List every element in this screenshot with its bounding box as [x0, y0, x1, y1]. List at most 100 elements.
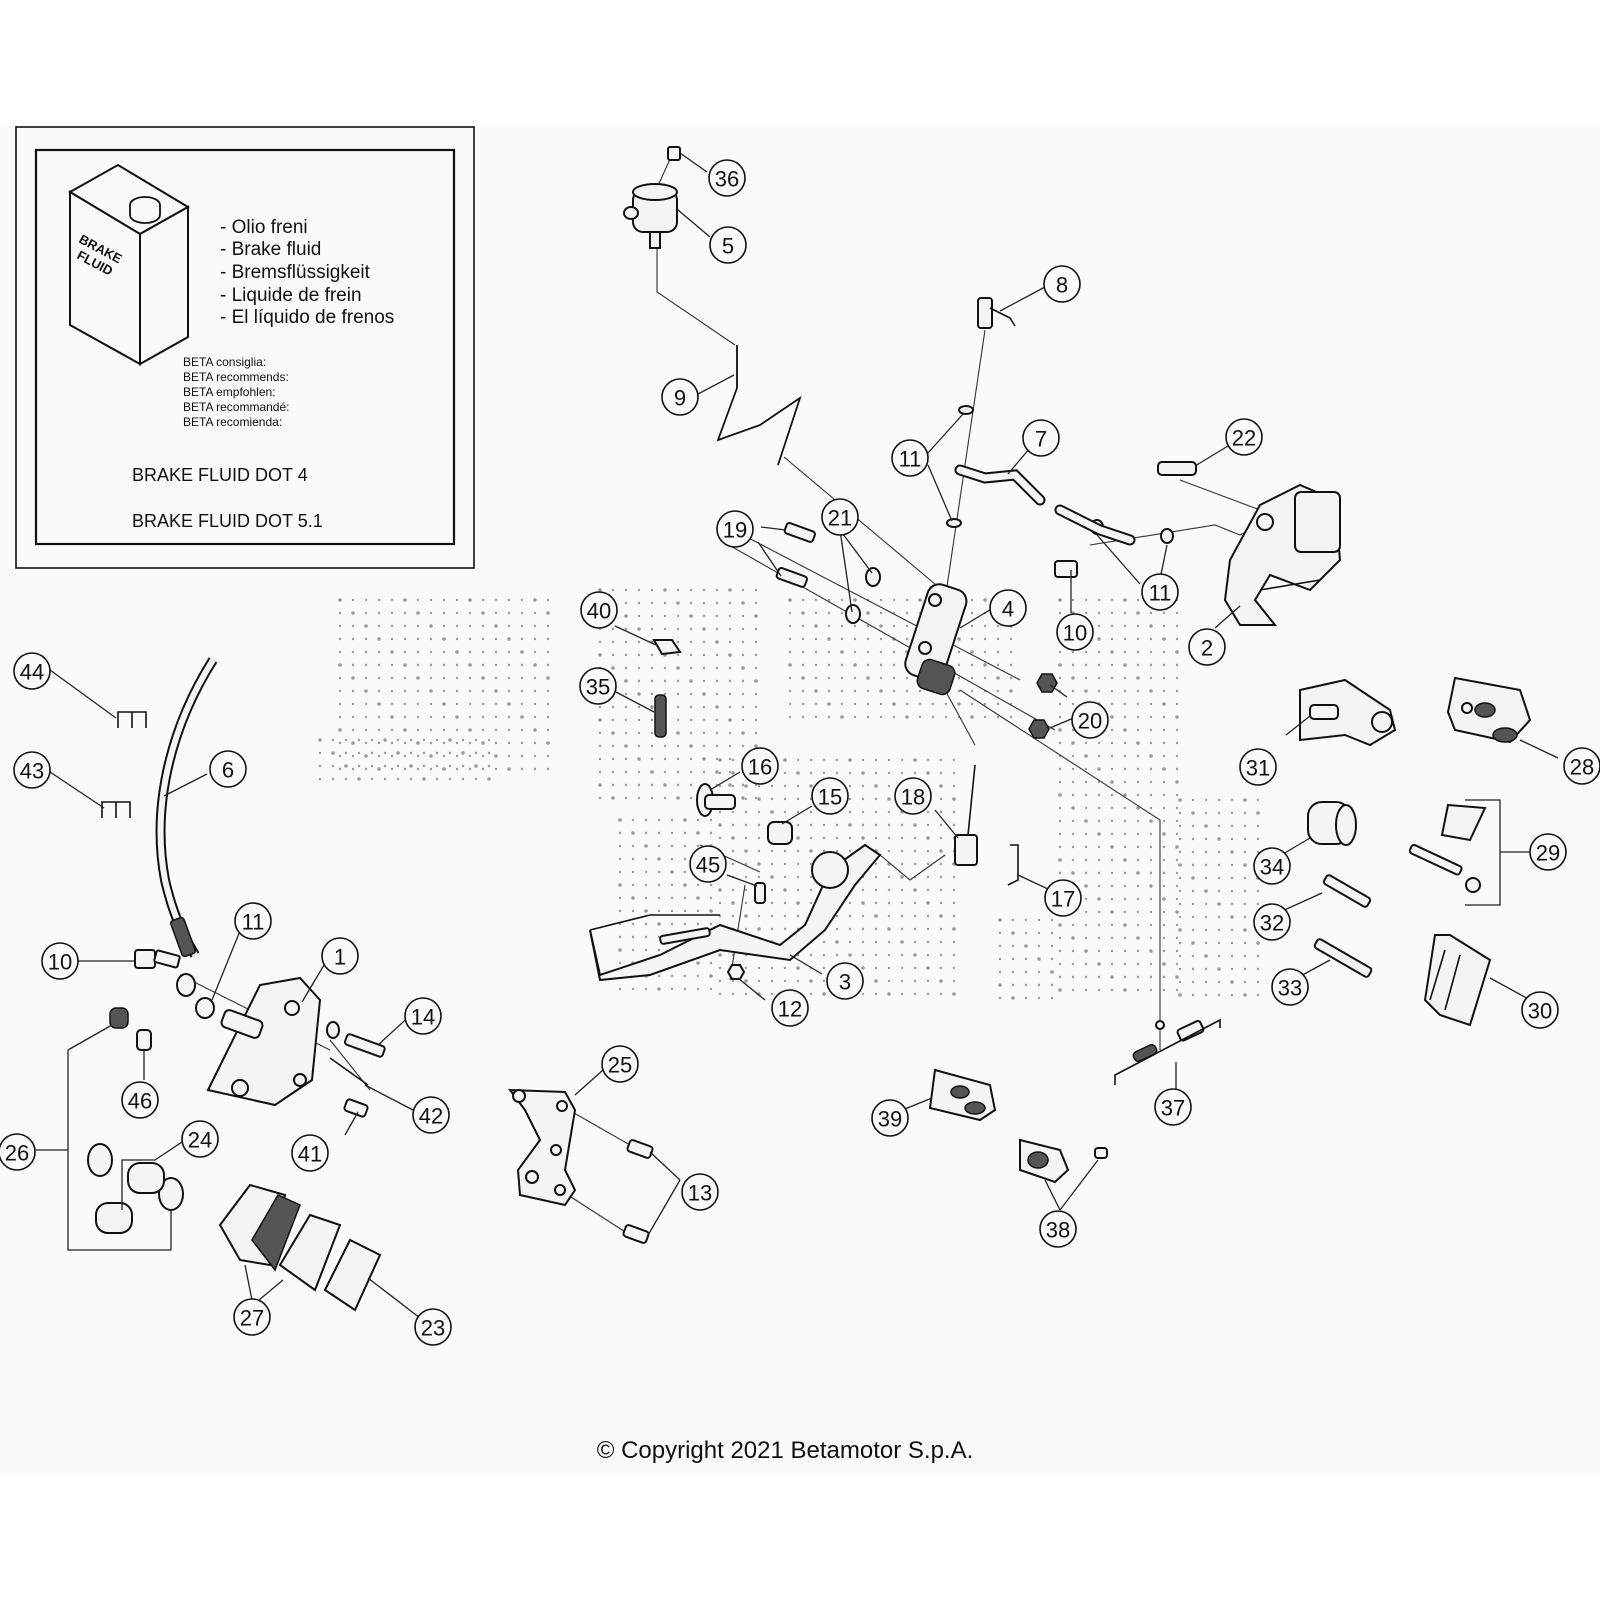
watermark-dot	[900, 823, 904, 827]
watermark-dot	[390, 754, 394, 758]
watermark-dot	[338, 637, 342, 641]
watermark-dot	[874, 966, 878, 970]
watermark-dot	[351, 741, 355, 745]
watermark-dot	[728, 614, 732, 618]
watermark-dot	[676, 718, 680, 722]
watermark-dot	[741, 588, 745, 592]
watermark-dot	[731, 914, 735, 918]
watermark-dot	[822, 823, 826, 827]
watermark-dot	[718, 953, 722, 957]
watermark-dot	[624, 783, 628, 787]
watermark-dot	[1175, 728, 1179, 732]
watermark-dot	[611, 731, 615, 735]
watermark-dot	[809, 758, 813, 762]
watermark-dot	[731, 849, 735, 853]
watermark-dot	[1084, 780, 1088, 784]
watermark-dot	[1123, 767, 1127, 771]
callout-number: 26	[5, 1141, 29, 1166]
callout-number: 25	[608, 1053, 632, 1078]
watermark-dot	[338, 663, 342, 667]
watermark-dot	[1123, 923, 1127, 927]
watermark-dot	[598, 770, 602, 774]
callout-number: 13	[688, 1181, 712, 1206]
watermark-dot	[754, 705, 758, 709]
watermark-dot	[611, 718, 615, 722]
callout-circle	[1154, 1088, 1192, 1126]
watermark-dot	[338, 702, 342, 706]
callout-11: 11	[234, 902, 272, 940]
brake-fluid-can-icon: BRAKE FLUID	[68, 163, 190, 366]
watermark-dot	[926, 771, 930, 775]
watermark-dot	[861, 927, 865, 931]
watermark-dot	[683, 870, 687, 874]
callout-number: 30	[1528, 999, 1552, 1024]
watermark-dot	[848, 940, 852, 944]
watermark-dot	[702, 627, 706, 631]
watermark-dot	[1243, 902, 1247, 906]
watermark-dot	[1217, 915, 1221, 919]
watermark-dot	[861, 836, 865, 840]
watermark-dot	[1178, 876, 1182, 880]
watermark-dot	[1123, 741, 1127, 745]
watermark-dot	[331, 764, 335, 768]
watermark-dot	[1162, 611, 1166, 615]
watermark-dot	[1136, 975, 1140, 979]
watermark-dot	[1149, 806, 1153, 810]
watermark-dot	[487, 777, 491, 781]
watermark-dot	[650, 783, 654, 787]
watermark-dot	[827, 650, 831, 654]
watermark-dot	[370, 764, 374, 768]
watermark-dot	[728, 757, 732, 761]
callout-circle	[601, 1045, 639, 1083]
part-36-cap-icon	[667, 146, 681, 161]
watermark-dot	[676, 692, 680, 696]
watermark-dot	[696, 974, 700, 978]
watermark-dot	[1191, 928, 1195, 932]
watermark-dot	[1071, 871, 1075, 875]
watermark-dot	[744, 875, 748, 879]
callout-number: 22	[1232, 426, 1256, 451]
watermark-dot	[696, 818, 700, 822]
watermark-dot	[814, 650, 818, 654]
watermark-dot	[715, 705, 719, 709]
watermark-dot	[468, 624, 472, 628]
watermark-dot	[796, 836, 800, 840]
watermark-dot	[1149, 663, 1153, 667]
watermark-dot	[887, 849, 891, 853]
watermark-dot	[631, 987, 635, 991]
watermark-dot	[796, 914, 800, 918]
watermark-dot	[481, 689, 485, 693]
watermark-dot	[1110, 819, 1114, 823]
watermark-dot	[318, 777, 322, 781]
watermark-dot	[1084, 988, 1088, 992]
watermark-dot	[1097, 793, 1101, 797]
watermark-dot	[468, 767, 472, 771]
part-22-bleeder-icon	[1157, 461, 1197, 476]
watermark-dot	[741, 783, 745, 787]
brake-fluid-panel: BRAKE FLUID - Olio freni - Brake fluid -…	[15, 126, 475, 569]
watermark-dot	[1097, 637, 1101, 641]
callout-number: 11	[242, 910, 265, 935]
watermark-dot	[618, 844, 622, 848]
watermark-dot	[1175, 988, 1179, 992]
watermark-dot	[507, 611, 511, 615]
watermark-dot	[1217, 798, 1221, 802]
callout-12: 12	[771, 989, 809, 1027]
watermark-dot	[1058, 650, 1062, 654]
beta-recommendations: BETA consiglia: BETA recommends: BETA em…	[183, 355, 290, 429]
watermark-dot	[689, 731, 693, 735]
watermark-dot	[809, 953, 813, 957]
watermark-dot	[1191, 889, 1195, 893]
watermark-dot	[1110, 793, 1114, 797]
watermark-dot	[364, 611, 368, 615]
watermark-dot	[827, 663, 831, 667]
watermark-dot	[861, 953, 865, 957]
watermark-dot	[718, 901, 722, 905]
watermark-dot	[1217, 811, 1221, 815]
watermark-dot	[403, 702, 407, 706]
callout-circle	[1253, 847, 1291, 885]
watermark-dot	[1123, 884, 1127, 888]
watermark-dot	[983, 598, 987, 602]
watermark-dot	[788, 637, 792, 641]
watermark-dot	[957, 702, 961, 706]
